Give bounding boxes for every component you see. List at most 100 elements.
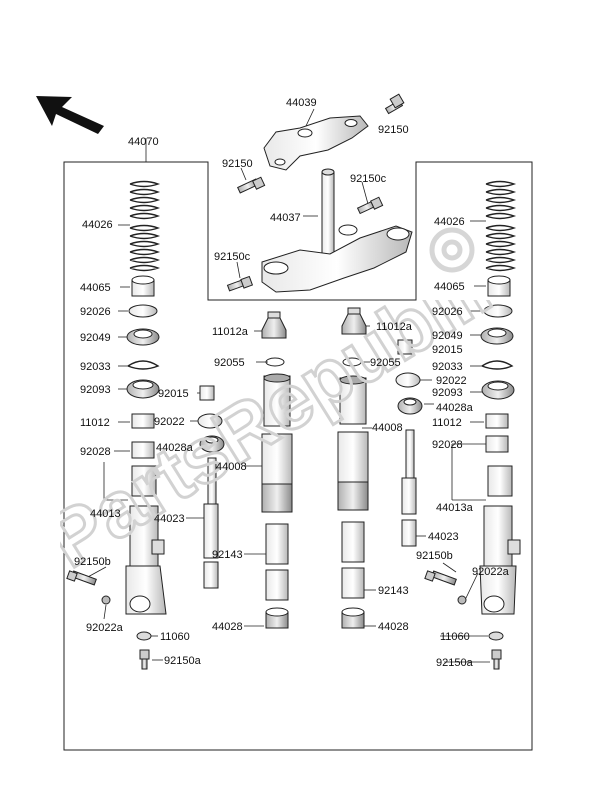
direction-arrow-icon [36,96,104,134]
right-oil-seal-92049 [480,327,514,345]
part-label: 92143 [378,585,409,597]
part-label: 11012a [212,326,248,338]
part-label: 11060 [160,631,190,643]
part-label: 92150c [214,251,251,263]
part-label: 11012a [376,321,412,333]
left-cap-bolt-11012a [261,311,287,339]
right-outer-tube [479,465,521,615]
right-bolt-92150b [424,570,457,586]
assembly-frame [63,161,533,751]
part-label: 44065 [434,281,465,293]
part-label: 92015 [432,344,463,356]
part-label: 92150a [164,655,201,667]
part-label: 92049 [80,332,111,344]
right-clip-92033 [481,360,514,370]
part-label: 11060 [440,631,470,643]
part-label: 92150b [416,550,453,562]
right-bolt-92150a [491,649,502,670]
part-label: 92022 [436,375,467,387]
watermark-gear-icon [429,227,475,273]
left-washer-92022 [197,413,223,429]
part-label: 44070 [128,136,159,148]
left-piston-44028a [199,435,225,453]
right-o-ring-92055 [342,357,362,367]
right-spring [485,180,517,272]
part-label: 92143 [212,549,243,561]
bolt-92150-top [384,93,405,115]
left-bolt-92150b [66,570,97,586]
part-label: 44008 [372,422,403,434]
left-oil-seal-92049 [126,328,160,346]
left-dust-seal-92093 [126,379,160,399]
left-clip-92033 [127,360,160,370]
part-label: 92022a [86,622,123,634]
left-spring [129,180,161,272]
part-label: 92093 [80,384,111,396]
part-label: 92150 [378,124,409,136]
part-label: 92022 [154,416,185,428]
part-label: 44028 [378,621,409,633]
upper-bracket [263,115,369,171]
part-label: 92055 [370,357,401,369]
part-label: 92033 [80,361,111,373]
part-label: 44065 [80,282,111,294]
left-bushing-11012 [131,413,155,429]
part-label: 44039 [286,97,317,109]
part-label: 92026 [432,306,463,318]
right-nut-92015 [397,339,413,355]
right-cap-bolt-11012a [341,307,367,335]
right-gasket-11060 [488,631,504,641]
part-label: 92028 [80,446,111,458]
part-label: 92055 [214,357,245,369]
part-label: 44028 [212,621,243,633]
part-label: 44008 [216,461,247,473]
right-washer-92022a [457,595,467,605]
left-outer-tube [125,465,167,615]
bolt-92150c-lower [226,275,254,292]
left-washer-92026 [128,304,158,318]
part-label: 92150a [436,657,473,669]
part-label: 92150b [74,556,111,568]
part-label: 92028 [432,439,463,451]
right-piston-44028a [397,397,423,415]
part-label: 44026 [434,216,465,228]
right-washer-92022 [395,372,421,388]
part-label: 92033 [432,361,463,373]
right-dust-seal-92093 [481,380,515,400]
left-spring-seat-92143 [265,523,289,601]
part-label: 92015 [158,388,189,400]
right-inner-tube-44008 [337,375,369,511]
steering-stem [261,168,413,293]
left-gasket-11060 [136,631,152,641]
left-spacer-44065 [131,275,155,297]
part-label: 44013 [90,508,121,520]
right-spacer-44065 [487,275,511,297]
part-label: 11012 [80,417,110,429]
left-inner-tube-44008 [261,373,293,513]
part-label: 44013a [436,502,473,514]
part-label: 44037 [270,212,301,224]
part-label: 11012 [432,417,462,429]
right-washer-92026 [483,304,513,318]
left-damper-rod-44023 [203,457,219,589]
bolt-92150c-right [356,196,384,215]
part-label: 44028a [436,402,473,414]
part-label: 44023 [154,513,185,525]
part-label: 92150 [222,158,253,170]
left-bolt-92150a [139,649,150,670]
part-label: 92049 [432,330,463,342]
left-nut-92015 [199,385,215,401]
part-label: 92022a [472,566,509,578]
part-label: 44023 [428,531,459,543]
left-washer-92022a [101,595,111,605]
part-label: 44026 [82,219,113,231]
part-label: 92093 [432,387,463,399]
left-o-ring-92055 [265,357,285,367]
left-bushing-92028 [131,441,155,459]
part-label: 92150c [350,173,387,185]
right-spring-seat-92143 [341,521,365,599]
leader-lines [85,108,490,663]
